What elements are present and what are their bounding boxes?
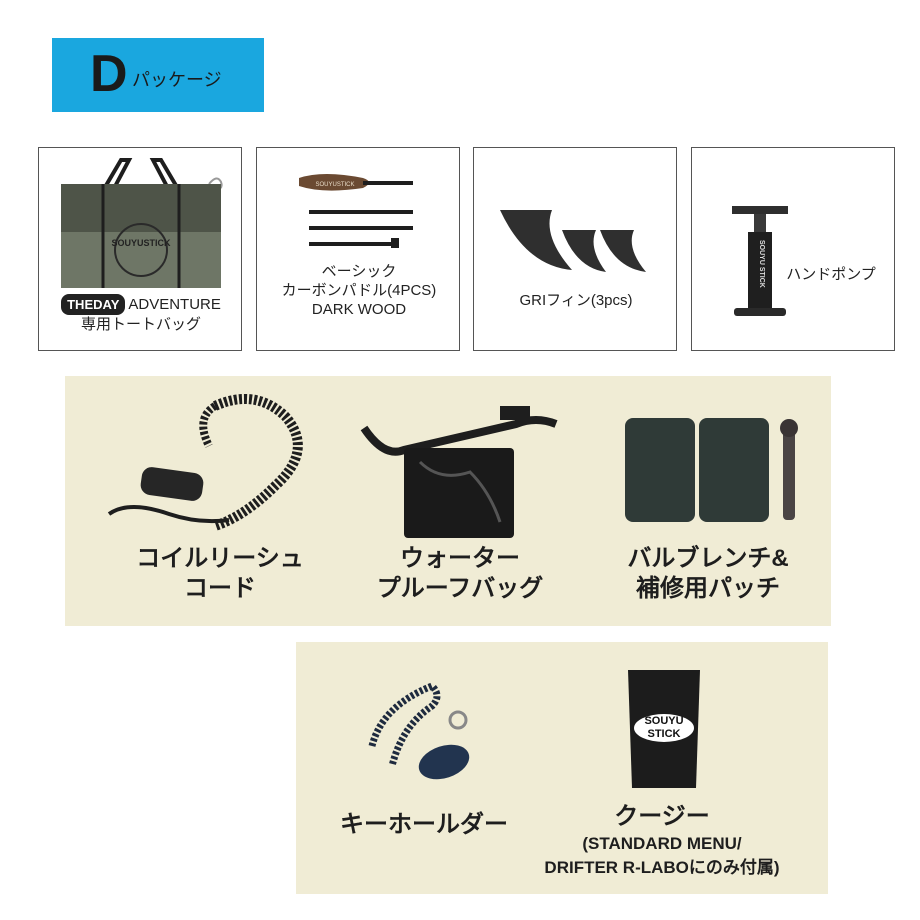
- pump-brand-text: SOUYU STICK: [758, 240, 765, 288]
- package-title: パッケージ: [132, 70, 222, 90]
- tote-bag-icon: SOUYUSTICK: [61, 158, 223, 288]
- bag-brand-text: SOUYUSTICK: [111, 238, 171, 248]
- waterproof-bag-label-line1: ウォーター: [400, 545, 520, 572]
- item-card-paddle: SOUYUSTICK ベーシック カーボンパドル(4PCS) DARK WOOD: [256, 147, 460, 351]
- item-card-fins: GRIフィン(3pcs): [473, 147, 677, 351]
- koozie-brand-line2: STICK: [648, 728, 681, 740]
- keyholder-icon: [368, 682, 470, 780]
- item-card-hand-pump: SOUYU STICK ハンドポンプ: [691, 147, 895, 351]
- tote-label-line1: ADVENTURE: [128, 296, 221, 313]
- koozie-label-line2: (STANDARD MENU/: [582, 834, 742, 853]
- waterproof-bag-icon: [360, 406, 558, 538]
- valve-wrench-patch-icon: [625, 418, 798, 522]
- valve-wrench-label-line1: バルブレンチ&: [627, 545, 789, 572]
- paddle-label-line2: カーボンパドル(4PCS): [281, 282, 437, 299]
- tote-label-line2: 専用トートバッグ: [80, 316, 201, 333]
- hand-pump-icon: SOUYU STICK: [732, 206, 788, 316]
- fins-icon: [500, 210, 646, 272]
- package-badge: D パッケージ: [52, 38, 264, 112]
- pump-label: ハンドポンプ: [786, 266, 876, 283]
- package-letter: D: [90, 45, 128, 103]
- waterproof-bag-label-line2: プルーフバッグ: [376, 575, 544, 602]
- coil-leash-label-line1: コイルリーシュ: [136, 545, 304, 572]
- accessory-panel-1: コイルリーシュ コード ウォーター プルーフバッグ バルブレンチ& 補修用パッチ: [65, 376, 831, 626]
- paddle-label-line1: ベーシック: [321, 263, 397, 280]
- keyholder-label: キーホールダー: [340, 811, 508, 838]
- paddle-label-line3: DARK WOOD: [311, 301, 407, 318]
- valve-wrench-label-line2: 補修用パッチ: [636, 575, 780, 602]
- koozie-label-line3: DRIFTER R-LABOにのみ付属): [544, 858, 780, 877]
- paddle-brand-text: SOUYUSTICK: [315, 182, 354, 188]
- coil-leash-icon: [107, 394, 303, 531]
- accessory-panel-2: キーホールダー SOUYU STICK クージー (STANDARD MENU/…: [296, 642, 828, 894]
- fins-label: GRIフィン(3pcs): [519, 292, 633, 309]
- koozie-icon: SOUYU STICK: [628, 670, 700, 788]
- coil-leash-label-line2: コード: [184, 575, 256, 602]
- theday-tag: THEDAY: [61, 294, 126, 315]
- koozie-label-line1: クージー: [614, 803, 710, 830]
- paddle-icon: SOUYUSTICK: [299, 174, 413, 248]
- koozie-brand-line1: SOUYU: [644, 715, 683, 727]
